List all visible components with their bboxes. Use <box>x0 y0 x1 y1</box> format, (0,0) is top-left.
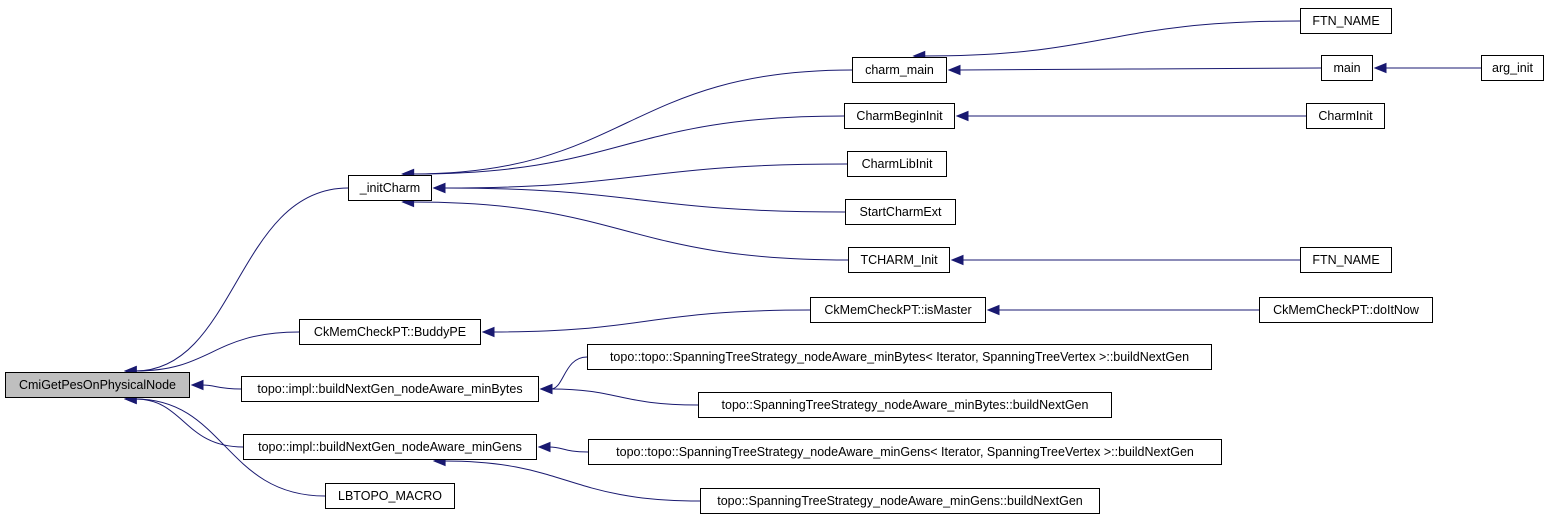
arrowhead-icon <box>1373 62 1387 74</box>
graph-node-ftn1[interactable]: FTN_NAME <box>1300 8 1392 34</box>
graph-node-buddy-p-e[interactable]: CkMemCheckPT::BuddyPE <box>299 319 481 345</box>
arrowhead-icon <box>432 182 446 194</box>
edge-isMaster-to-buddyPE <box>492 309 811 333</box>
graph-node-init-charm[interactable]: _initCharm <box>348 175 432 201</box>
edge-charmBeginInit-to-initCharm <box>412 115 845 175</box>
graph-node-sts-bytes[interactable]: topo::SpanningTreeStrategy_nodeAware_min… <box>698 392 1112 418</box>
graph-node-charm_main[interactable]: charm_main <box>852 57 947 83</box>
graph-node-is-master[interactable]: CkMemCheckPT::isMaster <box>810 297 986 323</box>
edge-main-to-charm_main <box>958 67 1322 71</box>
edge-tcharmInit-to-initCharm <box>412 201 849 261</box>
arrowhead-icon <box>947 64 961 76</box>
graph-node-charm-lib-init[interactable]: CharmLibInit <box>847 151 947 177</box>
graph-node-arg-init[interactable]: arg_init <box>1481 55 1544 81</box>
arrowhead-icon <box>537 441 551 453</box>
edge-charm_main-to-initCharm <box>412 69 853 175</box>
arrowhead-icon <box>950 254 964 266</box>
graph-node-root[interactable]: CmiGetPesOnPhysicalNode <box>5 372 190 398</box>
graph-node-ftn2[interactable]: FTN_NAME <box>1300 247 1392 273</box>
edge-buddyPE-to-root <box>135 331 300 372</box>
graph-node-lbtopo[interactable]: LBTOPO_MACRO <box>325 483 455 509</box>
arrowhead-icon <box>481 326 495 338</box>
edge-initCharm-to-root <box>135 187 349 372</box>
arrowhead-icon <box>190 379 204 391</box>
graph-node-do-it-now[interactable]: CkMemCheckPT::doItNow <box>1259 297 1433 323</box>
edge-stsBytesTpl-to-minBytes <box>550 356 588 390</box>
edge-stsBytes-to-minBytes <box>550 388 699 406</box>
edge-minBytes-to-root <box>201 384 242 390</box>
graph-node-min-gens[interactable]: topo::impl::buildNextGen_nodeAware_minGe… <box>243 434 537 460</box>
graph-node-sts-gens[interactable]: topo::SpanningTreeStrategy_nodeAware_min… <box>700 488 1100 514</box>
edge-minGens-to-root <box>135 398 244 448</box>
arrowhead-icon <box>955 110 969 122</box>
graph-node-tcharm-init[interactable]: TCHARM_Init <box>848 247 950 273</box>
graph-node-start-charm-ext[interactable]: StartCharmExt <box>845 199 956 225</box>
graph-node-charm-begin-init[interactable]: CharmBeginInit <box>844 103 955 129</box>
edge-stsGensTpl-to-minGens <box>548 446 589 453</box>
edge-lbtopo-to-root <box>135 398 326 497</box>
arrowhead-icon <box>986 304 1000 316</box>
edge-charmLibInit-to-initCharm <box>443 163 848 189</box>
edge-startCharmExt-to-initCharm <box>443 187 846 213</box>
graph-node-main[interactable]: main <box>1321 55 1373 81</box>
graph-node-sts-bytes-tpl[interactable]: topo::topo::SpanningTreeStrategy_nodeAwa… <box>587 344 1212 370</box>
arrowhead-icon <box>539 383 553 395</box>
graph-node-min-bytes[interactable]: topo::impl::buildNextGen_nodeAware_minBy… <box>241 376 539 402</box>
graph-node-sts-gens-tpl[interactable]: topo::topo::SpanningTreeStrategy_nodeAwa… <box>588 439 1222 465</box>
graph-node-charm-init[interactable]: CharmInit <box>1306 103 1385 129</box>
edge-ftn1-to-charm_main <box>923 20 1301 57</box>
edge-stsGens-to-minGens <box>444 460 701 502</box>
